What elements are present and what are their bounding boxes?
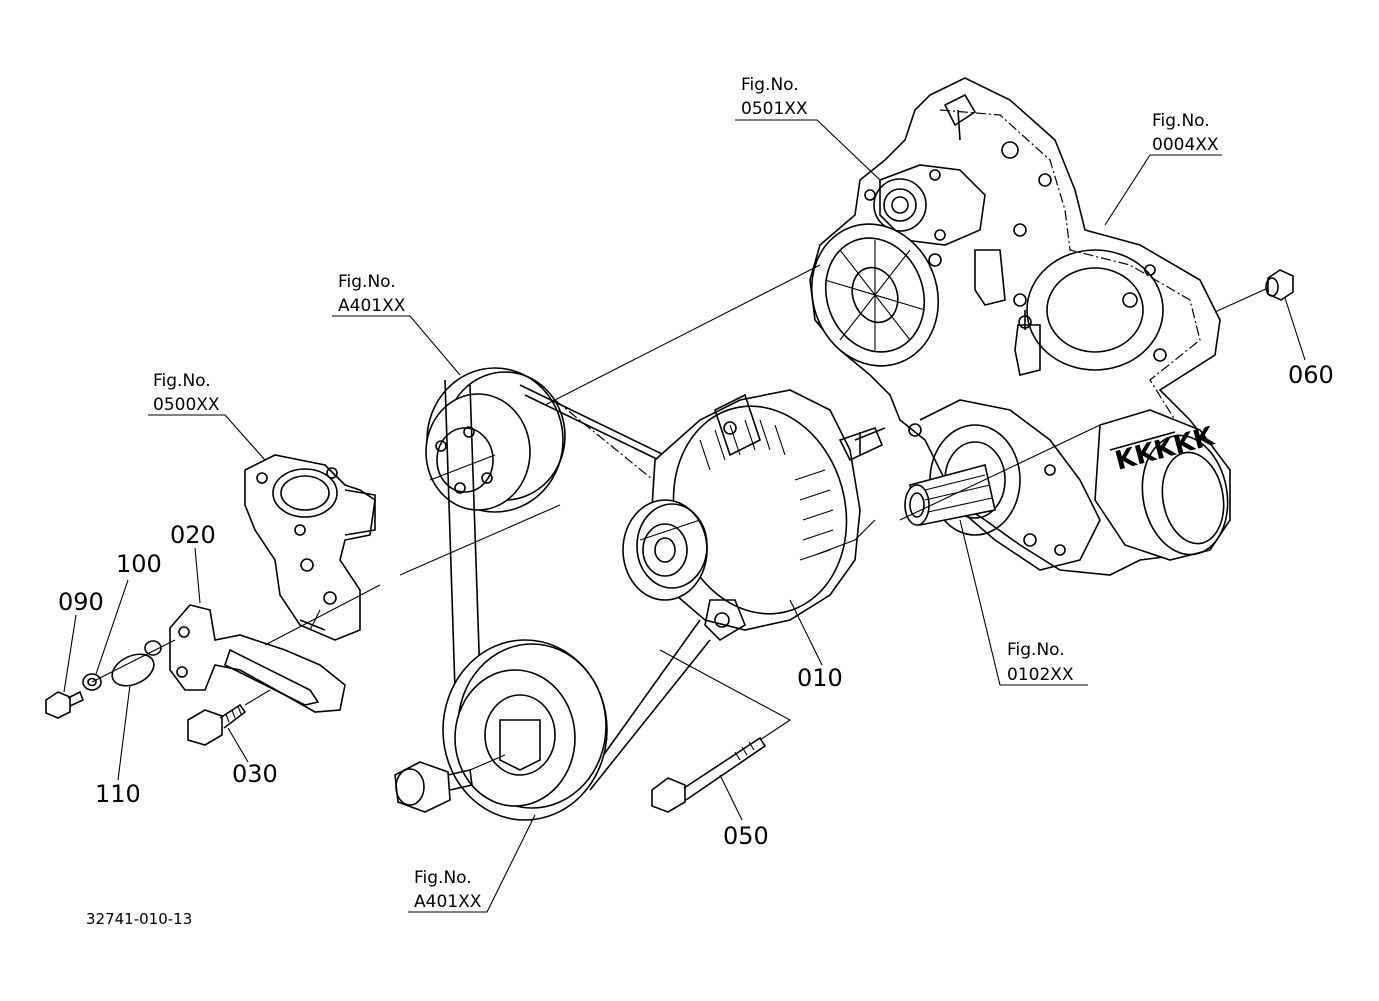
gear-cover-housing [1013,249,1167,376]
assembly-centerlines [91,264,1269,771]
fig-ref-0102xx[interactable]: Fig.No. 0102XX [1007,640,1074,685]
fig-ref-0500xx[interactable]: Fig.No. 0500XX [153,371,220,415]
callout-090[interactable]: 090 [58,588,104,616]
callout-110[interactable]: 110 [95,780,141,808]
crank-bolt [394,761,473,813]
leader-lines [63,119,1306,913]
o-ring-110 [111,640,162,687]
crank-pulley [442,639,608,821]
fig-ref-label: Fig.No. [741,75,799,95]
fig-ref-a401xx-bottom[interactable]: Fig.No. A401XX [414,868,482,912]
callout-060[interactable]: 060 [1288,361,1334,389]
fig-ref-number: 0102XX [1007,665,1074,685]
bolt-050 [651,736,767,813]
oil-filter: KKKKK [1094,409,1231,561]
fig-ref-number: A401XX [414,892,482,912]
callout-010[interactable]: 010 [797,664,843,692]
nut-060 [1265,269,1294,301]
document-id: 32741-010-13 [86,910,192,928]
fig-ref-label: Fig.No. [1007,640,1065,660]
fan-pulley-grid [810,223,940,367]
alternator-bracket [169,604,346,713]
fig-ref-number: 0004XX [1152,135,1219,155]
callout-100[interactable]: 100 [116,550,162,578]
bolt-030 [187,703,247,746]
callout-050[interactable]: 050 [723,822,769,850]
fig-ref-0004xx[interactable]: Fig.No. 0004XX [1152,111,1219,155]
fig-ref-number: A401XX [338,296,406,316]
callout-020[interactable]: 020 [170,521,216,549]
water-pump [864,93,1052,306]
fig-ref-a401xx-top[interactable]: Fig.No. A401XX [338,272,406,316]
thermostat-housing [244,454,376,641]
fig-ref-number: 0500XX [153,395,220,415]
alternator [622,389,886,642]
fig-ref-label: Fig.No. [338,272,396,292]
fig-ref-0501xx[interactable]: Fig.No. 0501XX [741,75,808,119]
callout-030[interactable]: 030 [232,760,278,788]
bolt-090 [45,690,85,719]
fig-ref-label: Fig.No. [414,868,472,888]
fig-ref-number: 0501XX [741,99,808,119]
fig-ref-label: Fig.No. [1152,111,1210,131]
fig-ref-label: Fig.No. [153,371,211,391]
upper-pulley [425,367,566,513]
